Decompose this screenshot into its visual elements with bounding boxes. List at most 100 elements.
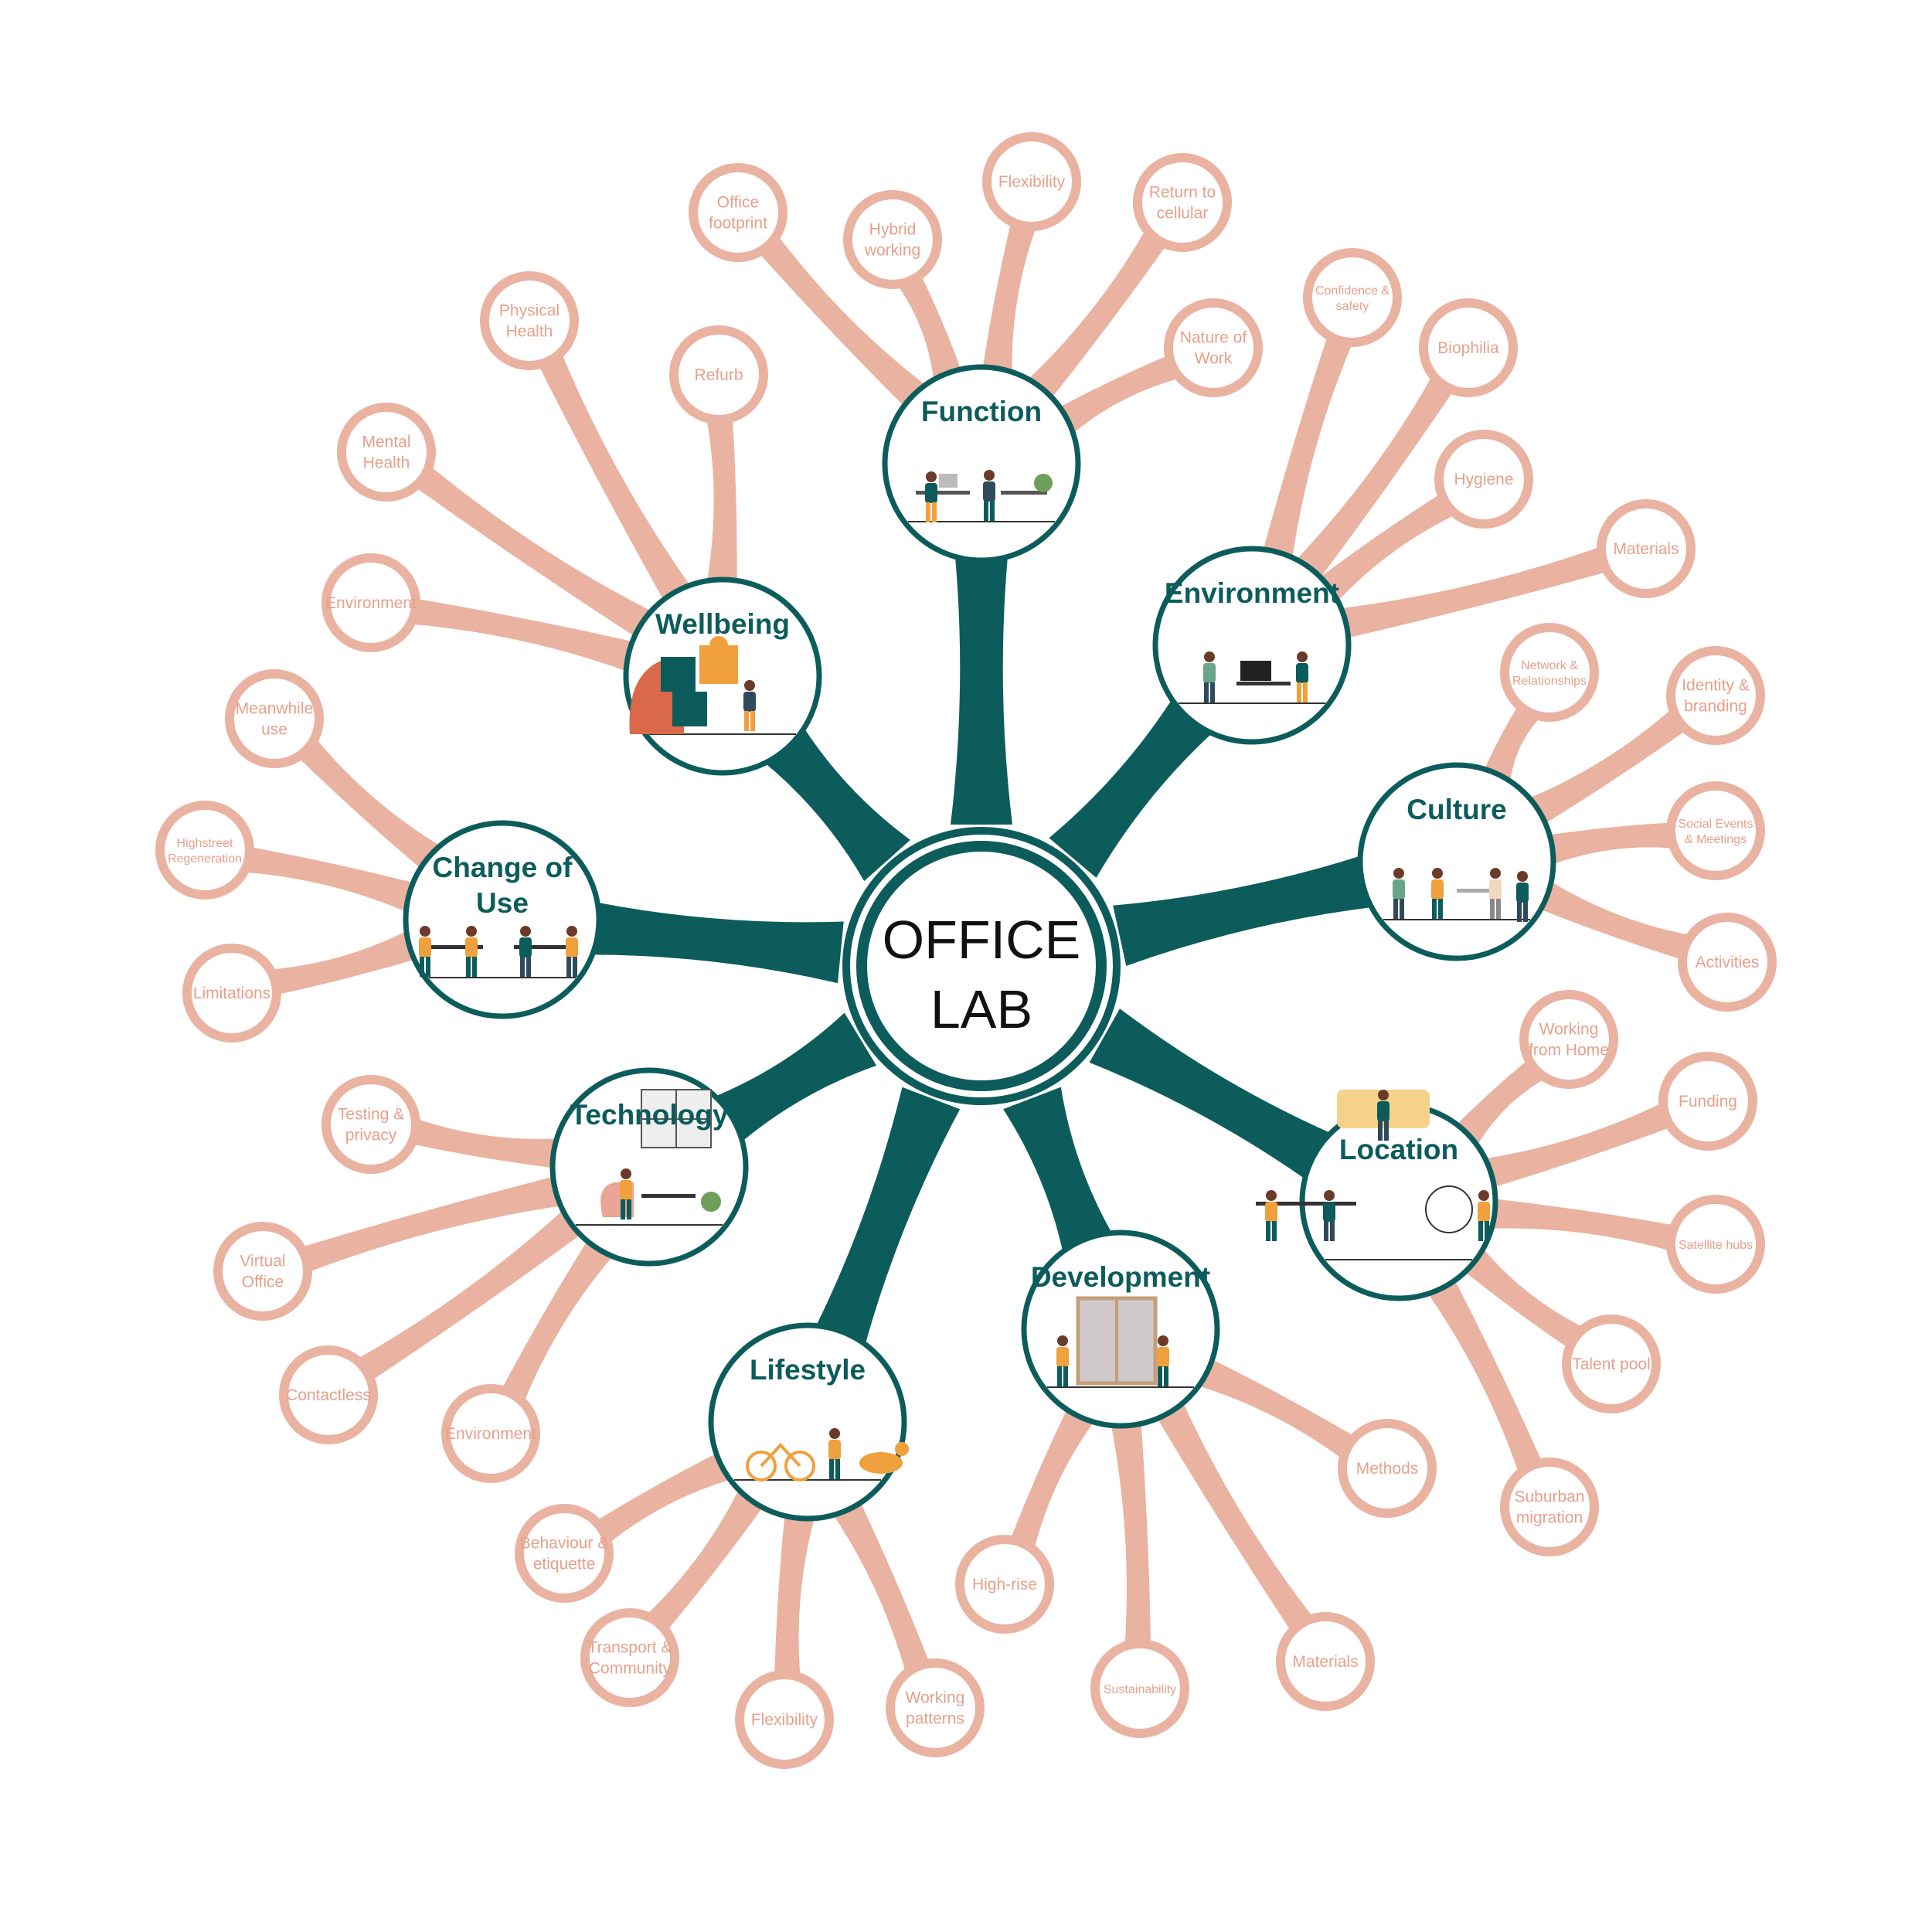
leaf-node[interactable]: Methods — [1342, 1423, 1432, 1513]
leaf-label: use — [261, 721, 287, 739]
leaf-label: Environment — [325, 594, 417, 612]
leaf-label: Mental — [362, 434, 410, 451]
leaf-node[interactable]: Testing & privacy — [326, 1080, 416, 1169]
hub-wellbeing[interactable]: Wellbeing — [626, 580, 819, 773]
leaf-circle — [485, 276, 574, 366]
leaf-connector — [1535, 878, 1694, 961]
leaf-node[interactable]: Network &Relationships — [1505, 628, 1594, 717]
leaf-circle — [1308, 253, 1397, 342]
center-title-line-1: OFFICE — [883, 910, 1081, 970]
leaf-node[interactable]: Activities — [1682, 917, 1772, 1007]
leaf-node[interactable]: Flexibility — [987, 137, 1077, 226]
leaf-label: Nature of — [1180, 329, 1247, 347]
hub-title: Development — [1031, 1261, 1210, 1293]
hub-connector-technology — [715, 1012, 876, 1141]
leaf-label: Working — [1539, 1021, 1599, 1039]
center-node[interactable]: OFFICE LAB — [846, 831, 1117, 1101]
leaf-label: Methods — [1356, 1460, 1419, 1478]
leaf-label: Network & — [1521, 659, 1578, 672]
leaf-node[interactable]: Talent pool — [1566, 1319, 1656, 1409]
hub-development[interactable]: Development — [1024, 1233, 1217, 1426]
leaf-label: Office — [717, 194, 759, 212]
leaf-label: Meanwhile — [236, 700, 313, 718]
leaf-circle — [519, 1509, 609, 1598]
hub-title: Function — [921, 396, 1042, 427]
leaf-connector — [409, 1117, 564, 1168]
leaf-node[interactable]: Limitations — [187, 948, 277, 1038]
leaf-node[interactable]: Hygiene — [1439, 434, 1529, 524]
leaf-label: Health — [363, 454, 410, 472]
leaf-circle — [693, 168, 783, 257]
leaf-node[interactable]: Meanwhile use — [230, 674, 319, 764]
leaf-circle — [1138, 158, 1227, 247]
leaf-label: footprint — [709, 215, 767, 233]
leaf-label: cellular — [1157, 205, 1209, 223]
leaf-label: Contactless — [286, 1386, 371, 1404]
leaf-node[interactable]: Satellite hubs — [1671, 1199, 1760, 1289]
hub-function[interactable]: Function — [885, 367, 1078, 560]
leaf-circle — [1671, 651, 1760, 740]
leaf-circle — [1505, 628, 1594, 717]
leaf-connector — [1192, 1356, 1358, 1461]
leaf-node[interactable]: Identity &branding — [1671, 651, 1760, 740]
hub-technology[interactable]: Technology — [553, 1070, 746, 1264]
leaf-label: Hygiene — [1454, 471, 1513, 488]
leaf-node[interactable]: Behaviour &etiquette — [519, 1509, 609, 1598]
leaf-label: Sustainability — [1104, 1683, 1176, 1696]
leaf-node[interactable]: Materials — [1281, 1617, 1370, 1706]
hub-title: Wellbeing — [655, 608, 790, 640]
hub-connector-location — [1090, 1009, 1332, 1179]
leaf-label: privacy — [345, 1127, 397, 1145]
hub-title: Culture — [1406, 794, 1507, 825]
leaf-circle — [1168, 303, 1258, 393]
leaf-circle — [218, 1226, 308, 1316]
leaf-node[interactable]: Working patterns — [890, 1663, 980, 1753]
leaf-node[interactable]: Environment — [445, 1389, 536, 1478]
leaf-node[interactable]: Biophilia — [1423, 303, 1513, 393]
hub-connector-culture — [1113, 856, 1372, 966]
leaf-node[interactable]: Confidence &safety — [1308, 253, 1397, 342]
leaf-label: Materials — [1292, 1653, 1358, 1671]
leaf-label: Working — [906, 1689, 965, 1707]
leaf-label: Testing & — [338, 1106, 404, 1124]
leaf-node[interactable]: Flexibility — [740, 1675, 829, 1764]
leaf-label: Satellite hubs — [1679, 1239, 1753, 1252]
leaf-node[interactable]: Refurb — [674, 330, 764, 420]
leaf-label: patterns — [906, 1710, 964, 1728]
leaf-node[interactable]: High-rise — [960, 1539, 1049, 1629]
leaf-node[interactable]: Sustainability — [1095, 1644, 1185, 1733]
leaf-label: Flexibility — [751, 1711, 818, 1729]
leaf-label: Transport & — [588, 1639, 672, 1657]
leaf-node[interactable]: Materials — [1601, 504, 1691, 594]
leaf-label: Social Events — [1679, 818, 1753, 831]
leaf-connector — [981, 219, 1037, 379]
leaf-circle — [848, 195, 937, 284]
leaf-connector — [706, 415, 737, 587]
hub-lifestyle[interactable]: Lifestyle — [711, 1325, 909, 1519]
leaf-label: Materials — [1613, 540, 1679, 558]
leaf-connector — [1485, 1198, 1677, 1251]
leaf-node[interactable]: Contactless — [284, 1350, 373, 1440]
leaf-node[interactable]: Nature of Work — [1168, 303, 1258, 393]
leaf-connector — [1009, 1403, 1098, 1553]
hub-culture[interactable]: Culture — [1360, 765, 1553, 958]
leaf-circle — [1505, 1462, 1594, 1552]
leaf-node[interactable]: Environment — [325, 558, 417, 648]
leaf-node[interactable]: Funding — [1663, 1056, 1753, 1146]
center-title-line-2: LAB — [930, 979, 1032, 1039]
leaf-node[interactable]: Social Events& Meetings — [1671, 786, 1760, 876]
hub-environment[interactable]: Environment — [1155, 549, 1349, 742]
leaf-label: Work — [1195, 350, 1233, 368]
leaf-node[interactable]: Transport &Community — [585, 1613, 675, 1702]
leaf-node[interactable]: Office footprint — [693, 168, 783, 257]
leaf-label: Regeneration — [168, 852, 242, 866]
